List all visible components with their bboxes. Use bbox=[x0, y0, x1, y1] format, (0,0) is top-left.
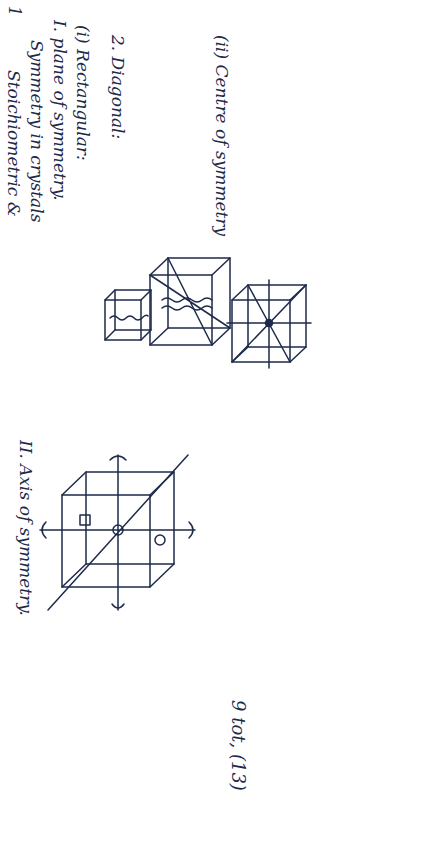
cube-axis-symmetry bbox=[40, 455, 195, 610]
note-text: Stoichiometric & bbox=[3, 70, 25, 217]
cube-rectangular-plane bbox=[105, 290, 151, 340]
note-text: 9 tot, (13) bbox=[227, 700, 249, 791]
cube-diagonal-plane bbox=[150, 258, 230, 345]
note-text: (i) Rectangular: bbox=[72, 25, 94, 161]
cube-centre-symmetry bbox=[227, 280, 311, 368]
note-text: II. Axis of symmetry. bbox=[15, 440, 37, 616]
note-text: 1 bbox=[3, 6, 25, 16]
note-text: 2. Diagonal: bbox=[107, 35, 129, 139]
note-text: I. plane of symmetry. bbox=[49, 20, 71, 201]
note-text: (ii) Centre of symmetry bbox=[211, 35, 233, 236]
note-text: Symmetry in crystals bbox=[26, 40, 48, 222]
